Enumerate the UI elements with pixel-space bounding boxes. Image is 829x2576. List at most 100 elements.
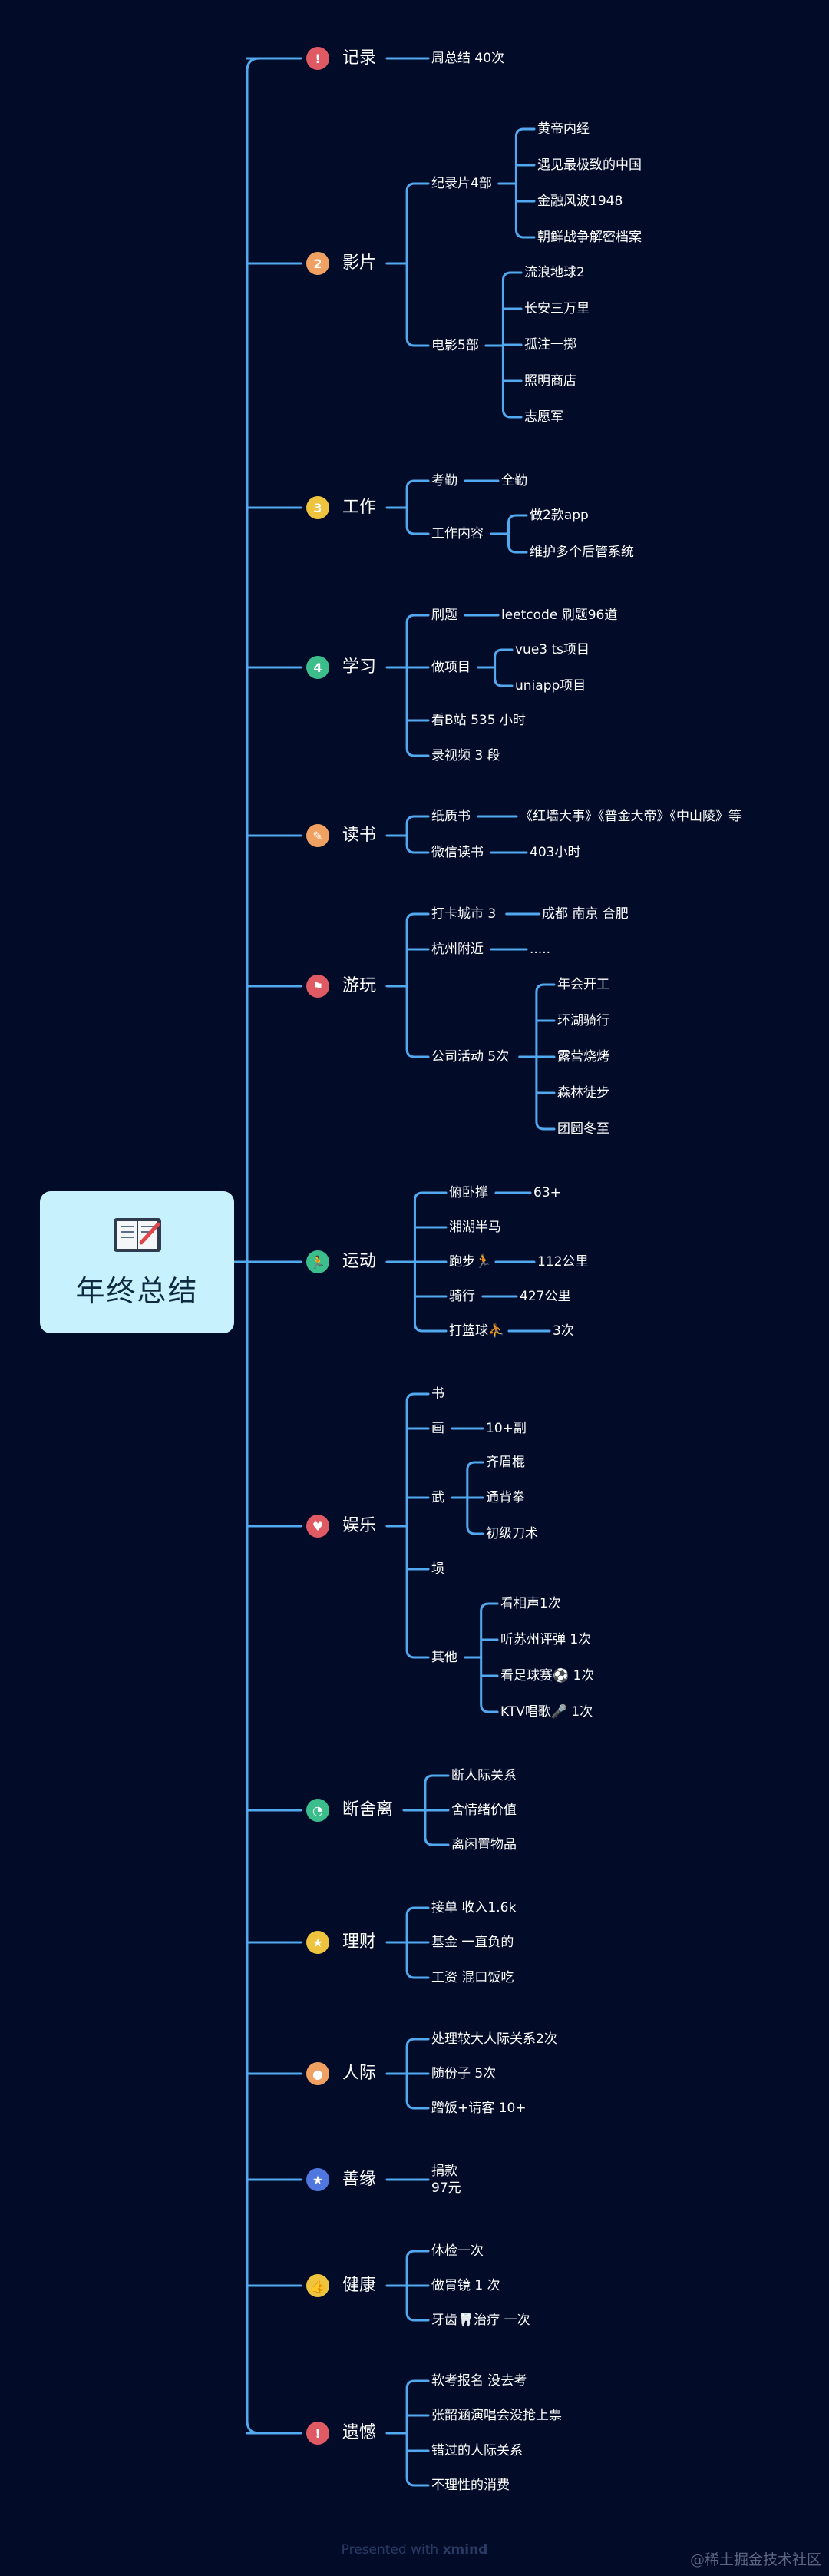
leaf-8-5-2[interactable]: 听苏州评弹 1次 (500, 1632, 592, 1647)
subtopic-7-4[interactable]: 骑行 (449, 1289, 475, 1304)
leaf-8-5-3[interactable]: 看足球赛⚽ 1次 (500, 1668, 595, 1684)
subtopic-13-1[interactable]: 体检一次 (431, 2243, 484, 2259)
topic-3[interactable]: 工作 (342, 498, 377, 517)
subtopic-4-4[interactable]: 录视频 3 段 (431, 748, 500, 763)
leaf-3-2-1[interactable]: 做2款app (530, 508, 589, 523)
subtopic-8-2[interactable]: 画 (431, 1421, 444, 1436)
leaf-7-3-1[interactable]: 112公里 (537, 1254, 589, 1270)
subtopic-6-1[interactable]: 打卡城市 3 (431, 906, 497, 922)
subtopic-8-4[interactable]: 埙 (431, 1561, 444, 1577)
subtopic-8-1[interactable]: 书 (431, 1386, 444, 1402)
subtopic-8-5[interactable]: 其他 (431, 1650, 457, 1665)
topic-8[interactable]: 娱乐 (342, 1516, 377, 1535)
leaf-6-2-1[interactable]: ..... (530, 942, 551, 957)
subtopic-8-3[interactable]: 武 (431, 1490, 444, 1505)
leaf-8-3-1[interactable]: 齐眉棍 (486, 1455, 525, 1470)
subtopic-14-1[interactable]: 软考报名 没去考 (431, 2373, 527, 2389)
exclamation-icon: ! (306, 47, 329, 70)
subtopic-11-3[interactable]: 蹭饭+请客 10+ (431, 2101, 527, 2116)
subtopic-3-1[interactable]: 考勤 (431, 473, 457, 488)
leaf-4-1-1[interactable]: leetcode 刷题96道 (501, 608, 618, 623)
subtopic-5-1[interactable]: 纸质书 (431, 809, 471, 824)
leaf-7-1-1[interactable]: 63+ (533, 1185, 561, 1200)
leaf-2-1-3[interactable]: 金融风波1948 (537, 194, 623, 209)
topic-14[interactable]: 遗憾 (342, 2423, 377, 2442)
footer-brand: xmind (442, 2542, 488, 2558)
subtopic-7-5[interactable]: 打篮球⛹ (449, 1323, 505, 1339)
leaf-8-5-1[interactable]: 看相声1次 (500, 1596, 561, 1611)
subtopic-6-2[interactable]: 杭州附近 (431, 942, 484, 957)
subtopic-2-2[interactable]: 电影5部 (431, 338, 479, 353)
topic-11[interactable]: 人际 (342, 2064, 377, 2083)
topic-4[interactable]: 学习 (342, 657, 377, 677)
subtopic-9-2[interactable]: 舍情绪价值 (451, 1803, 517, 1818)
subtopic-2-1[interactable]: 纪录片4部 (431, 176, 492, 191)
subtopic-10-2[interactable]: 基金 一直负的 (431, 1935, 514, 1950)
leaf-2-2-1[interactable]: 流浪地球2 (524, 265, 585, 280)
leaf-5-2-1[interactable]: 403小时 (530, 845, 581, 860)
subtopic-3-2[interactable]: 工作内容 (431, 526, 484, 541)
leaf-2-2-4[interactable]: 照明商店 (524, 373, 576, 389)
subtopic-9-3[interactable]: 离闲置物品 (451, 1837, 517, 1853)
subtopic-1-1[interactable]: 周总结 40次 (431, 51, 505, 66)
subtopic-11-2[interactable]: 随份子 5次 (431, 2066, 497, 2081)
leaf-8-5-4[interactable]: KTV唱歌🎤 1次 (500, 1704, 593, 1720)
subtopic-14-3[interactable]: 错过的人际关系 (431, 2443, 523, 2458)
topic-13[interactable]: 健康 (342, 2276, 377, 2295)
subtopic-6-3[interactable]: 公司活动 5次 (431, 1049, 510, 1065)
leaf-2-1-1[interactable]: 黄帝内经 (537, 121, 590, 137)
subtopic-7-2[interactable]: 湘湖半马 (449, 1220, 501, 1235)
subtopic-5-2[interactable]: 微信读书 (431, 845, 484, 860)
leaf-6-3-2[interactable]: 环湖骑行 (557, 1013, 609, 1028)
subtopic-13-3[interactable]: 牙齿🦷治疗 一次 (431, 2313, 530, 2328)
leaf-2-1-4[interactable]: 朝鲜战争解密档案 (537, 230, 642, 245)
central-topic[interactable]: 年终总结 (40, 1191, 234, 1333)
leaf-6-3-4[interactable]: 森林徒步 (557, 1085, 609, 1101)
leaf-6-3-5[interactable]: 团圆冬至 (557, 1121, 609, 1137)
topic-7[interactable]: 运动 (342, 1252, 377, 1271)
leaf-2-2-3[interactable]: 孤注一掷 (524, 337, 576, 353)
subtopic-13-2[interactable]: 做胃镜 1 次 (431, 2278, 500, 2293)
subtopic-7-3[interactable]: 跑步🏃 (449, 1254, 492, 1270)
topic-6[interactable]: 游玩 (342, 976, 377, 995)
exclamation-icon: ! (306, 2422, 329, 2445)
leaf-2-2-5[interactable]: 志愿军 (524, 409, 563, 425)
subtopic-4-2[interactable]: 做项目 (431, 660, 471, 675)
topic-12[interactable]: 善缘 (342, 2170, 377, 2189)
thumbs-up-icon: 👍 (306, 2274, 329, 2297)
number-2-icon: 2 (306, 252, 329, 275)
subtopic-7-1[interactable]: 俯卧撑 (449, 1185, 488, 1200)
topic-9[interactable]: 断舍离 (342, 1800, 394, 1819)
leaf-7-5-1[interactable]: 3次 (553, 1323, 574, 1339)
leaf-6-1-1[interactable]: 成都 南京 合肥 (542, 906, 629, 922)
subtopic-9-1[interactable]: 断人际关系 (451, 1768, 517, 1783)
leaf-3-1-1[interactable]: 全勤 (501, 473, 527, 488)
footer-prefix: Presented with (341, 2542, 443, 2558)
leaf-8-3-3[interactable]: 初级刀术 (486, 1526, 538, 1541)
leaf-8-3-2[interactable]: 通背拳 (486, 1490, 525, 1505)
heart-icon: ♥ (306, 1515, 329, 1538)
watermark: @稀土掘金技术社区 (689, 2551, 821, 2568)
subtopic-11-1[interactable]: 处理较大人际关系2次 (431, 2031, 557, 2047)
topic-1[interactable]: 记录 (342, 48, 377, 68)
subtopic-10-3[interactable]: 工资 混口饭吃 (431, 1970, 514, 1985)
topic-5[interactable]: 读书 (342, 826, 377, 845)
leaf-2-1-2[interactable]: 遇见最极致的中国 (537, 157, 642, 173)
subtopic-4-3[interactable]: 看B站 535 小时 (431, 713, 526, 728)
leaf-2-2-2[interactable]: 长安三万里 (524, 301, 590, 316)
leaf-4-2-2[interactable]: uniapp项目 (515, 678, 586, 694)
leaf-3-2-2[interactable]: 维护多个后管系统 (530, 545, 634, 560)
subtopic-4-1[interactable]: 刷题 (431, 608, 457, 623)
leaf-6-3-1[interactable]: 年会开工 (557, 977, 609, 992)
topic-2[interactable]: 影片 (342, 253, 377, 273)
subtopic-12-1[interactable]: 捐款 97元 (431, 2164, 461, 2196)
subtopic-14-2[interactable]: 张韶涵演唱会没抢上票 (431, 2408, 562, 2423)
leaf-7-4-1[interactable]: 427公里 (520, 1289, 571, 1304)
leaf-6-3-3[interactable]: 露营烧烤 (557, 1049, 609, 1065)
leaf-5-1-1[interactable]: 《红墙大事》《普金大帝》《中山陵》等 (520, 809, 741, 824)
subtopic-10-1[interactable]: 接单 收入1.6k (431, 1900, 517, 1915)
leaf-4-2-1[interactable]: vue3 ts项目 (515, 642, 590, 657)
topic-10[interactable]: 理财 (342, 1932, 377, 1952)
leaf-8-2-1[interactable]: 10+副 (486, 1421, 527, 1436)
subtopic-14-4[interactable]: 不理性的消费 (431, 2478, 510, 2493)
